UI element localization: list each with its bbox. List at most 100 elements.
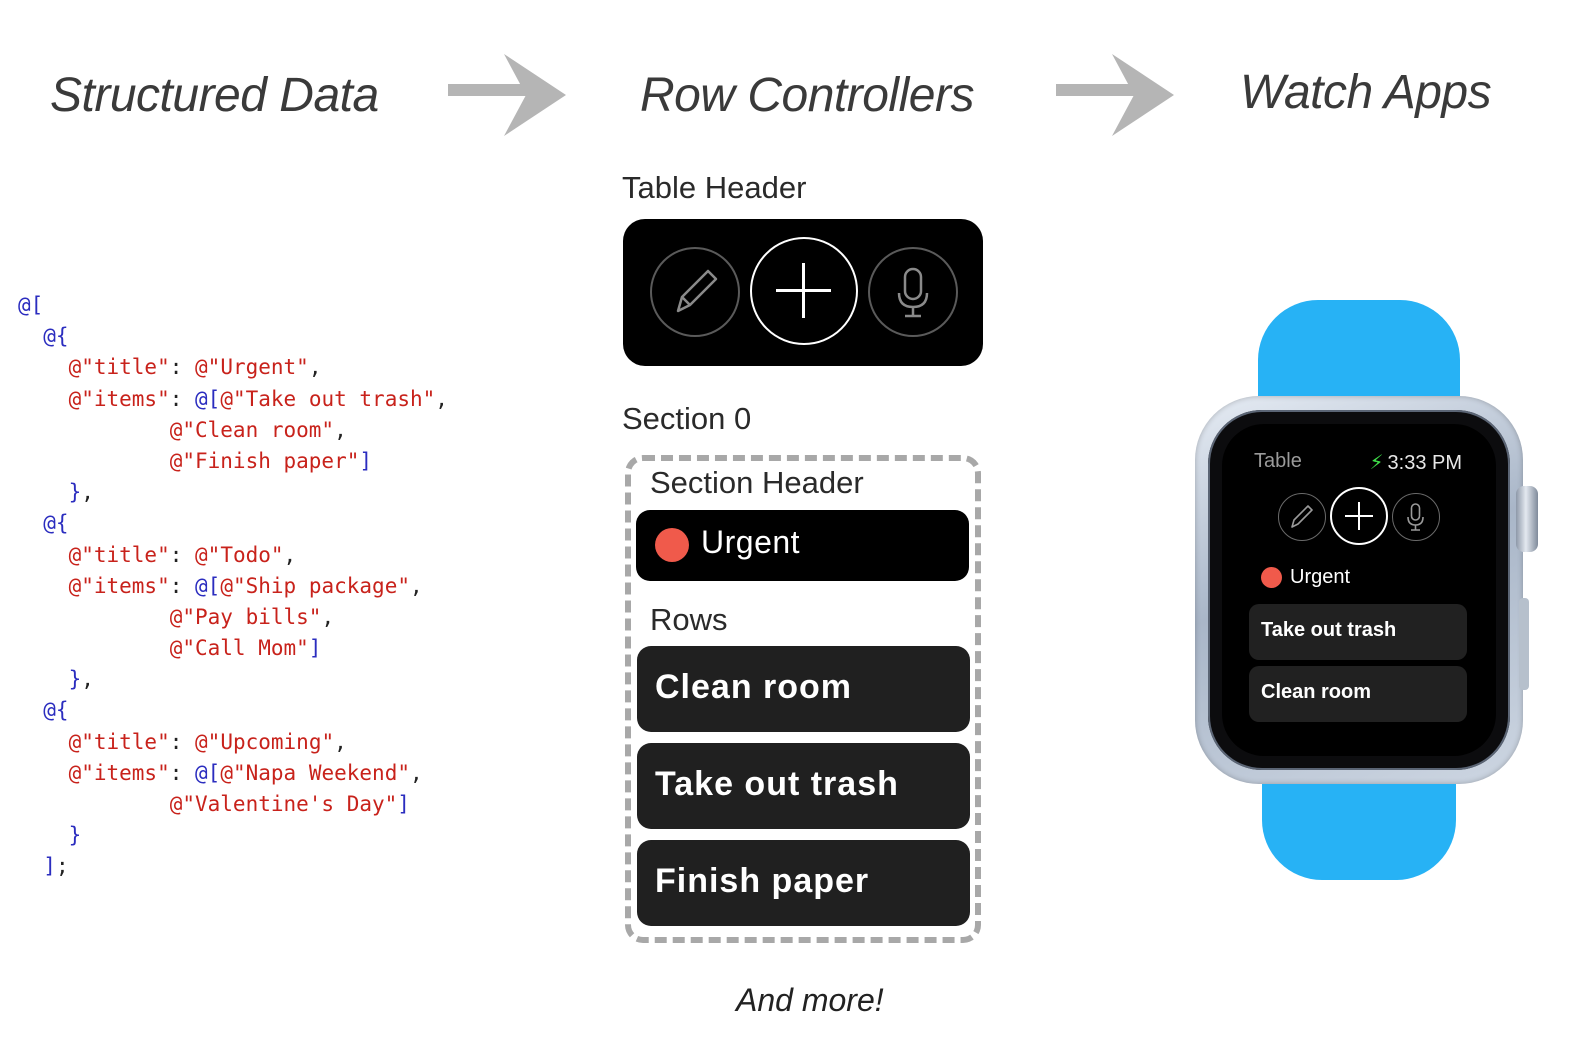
- watch-table-row[interactable]: Take out trash: [1249, 604, 1467, 660]
- row-title: Finish paper: [655, 862, 870, 900]
- code-token: @"Finish paper": [169, 448, 360, 473]
- table-row[interactable]: Clean room: [637, 646, 970, 732]
- watch-row-title: Clean room: [1261, 681, 1372, 703]
- code-token: ,: [409, 760, 423, 785]
- code-line: @"items": @[@"Take out trash",: [18, 384, 448, 415]
- code-token: ;: [55, 854, 69, 879]
- code-token: [18, 387, 69, 411]
- code-line: @"Valentine's Day"]: [18, 789, 448, 820]
- code-token: @"Take out trash": [220, 386, 436, 411]
- code-token: @[: [195, 760, 221, 785]
- code-token: [18, 730, 69, 754]
- code-token: ,: [334, 417, 347, 442]
- pencil-icon: [1291, 505, 1313, 528]
- code-block: @[ @{ @"title": @"Urgent", @"items": @[@…: [18, 290, 448, 883]
- dictation-button[interactable]: [868, 247, 958, 337]
- microphone-icon: [1407, 503, 1424, 531]
- urgent-dot: [655, 528, 689, 562]
- code-line: @{: [18, 321, 448, 352]
- code-token: @"title": [68, 729, 170, 754]
- pencil-icon: [676, 269, 718, 313]
- code-token: @"items": [68, 760, 170, 785]
- row-title: Take out trash: [655, 765, 899, 803]
- code-token: ,: [435, 386, 448, 411]
- code-token: ,: [81, 480, 94, 505]
- section-container: [625, 455, 981, 943]
- code-token: }: [18, 823, 82, 848]
- watch-edit-button[interactable]: [1278, 493, 1326, 541]
- microphone-icon: [897, 267, 929, 318]
- watch-screen: Table ⚡3:33 PM Urgent Take out trash Cle…: [1222, 424, 1496, 756]
- table-row[interactable]: Take out trash: [637, 743, 970, 829]
- code-token: @"items": [68, 573, 170, 598]
- code-token: ]: [359, 448, 373, 473]
- code-token: @"Valentine's Day": [169, 792, 398, 816]
- code-line: @"title": @"Todo",: [18, 540, 448, 571]
- code-token: ,: [283, 542, 297, 567]
- code-token: @"title": [68, 355, 170, 380]
- code-token: ,: [409, 573, 423, 598]
- code-token: @"Ship package": [220, 573, 410, 598]
- code-token: @"Clean room": [169, 417, 335, 442]
- code-line: @"title": @"Upcoming",: [18, 727, 448, 758]
- bolt-icon: ⚡: [1369, 452, 1384, 474]
- code-token: @[: [195, 573, 221, 598]
- code-token: ]: [397, 792, 410, 816]
- code-token: [18, 543, 69, 567]
- watch-table-row[interactable]: Clean room: [1249, 666, 1467, 722]
- section-header-title: Urgent: [701, 524, 801, 560]
- code-line: @{: [18, 695, 448, 726]
- code-token: }: [18, 667, 82, 692]
- code-token: [18, 355, 69, 379]
- watch-dictation-button[interactable]: [1392, 493, 1440, 541]
- row-title: Clean room: [655, 668, 853, 706]
- code-line: @{: [18, 508, 448, 539]
- watch-status-time: ⚡3:33 PM: [1369, 450, 1462, 475]
- watch-urgent-dot: [1261, 567, 1282, 588]
- plus-icon: [776, 263, 831, 318]
- edit-button[interactable]: [650, 247, 740, 337]
- code-token: ,: [334, 729, 347, 754]
- code-line: @"Clean room",: [18, 415, 448, 446]
- code-token: [18, 449, 170, 473]
- code-token: [18, 636, 170, 660]
- side-button[interactable]: [1519, 598, 1529, 690]
- and-more-caption: And more!: [736, 982, 884, 1018]
- code-token: :: [169, 760, 196, 785]
- code-token: @[: [195, 386, 221, 411]
- add-button[interactable]: [750, 237, 858, 345]
- code-token: [18, 761, 69, 785]
- digital-crown[interactable]: [1516, 486, 1538, 552]
- code-token: ,: [321, 604, 335, 629]
- section-label: Section 0: [622, 401, 752, 436]
- code-token: :: [169, 355, 196, 380]
- code-token: :: [169, 386, 196, 411]
- code-line: @"items": @[@"Ship package",: [18, 571, 448, 602]
- row-controllers-title: Row Controllers: [640, 69, 974, 122]
- code-token: [18, 605, 170, 629]
- code-line: @"title": @"Urgent",: [18, 352, 448, 383]
- table-header-label: Table Header: [622, 170, 807, 205]
- watch-app-title: Table: [1254, 450, 1302, 472]
- code-token: :: [169, 542, 196, 567]
- code-token: :: [169, 729, 196, 754]
- plus-icon: [1345, 502, 1373, 530]
- code-token: :: [169, 573, 196, 598]
- code-token: @[: [18, 293, 44, 317]
- code-token: @{: [18, 511, 69, 536]
- code-line: @"Call Mom"]: [18, 633, 448, 664]
- structured-data-title: Structured Data: [50, 69, 379, 122]
- code-token: ,: [308, 355, 322, 380]
- code-line: }: [18, 820, 448, 851]
- watch-add-button[interactable]: [1330, 487, 1388, 545]
- table-row[interactable]: Finish paper: [637, 840, 970, 926]
- code-token: @{: [18, 698, 69, 723]
- watch-section-header: Urgent: [1290, 566, 1351, 588]
- arrow-right-icon: [448, 54, 566, 136]
- watch-apps-title: Watch Apps: [1240, 66, 1492, 119]
- code-line: @"Finish paper"]: [18, 446, 448, 477]
- code-token: @"Todo": [195, 542, 284, 567]
- code-token: [18, 418, 170, 442]
- table-header-controller: [623, 219, 983, 366]
- section-header-row[interactable]: Urgent: [636, 510, 969, 581]
